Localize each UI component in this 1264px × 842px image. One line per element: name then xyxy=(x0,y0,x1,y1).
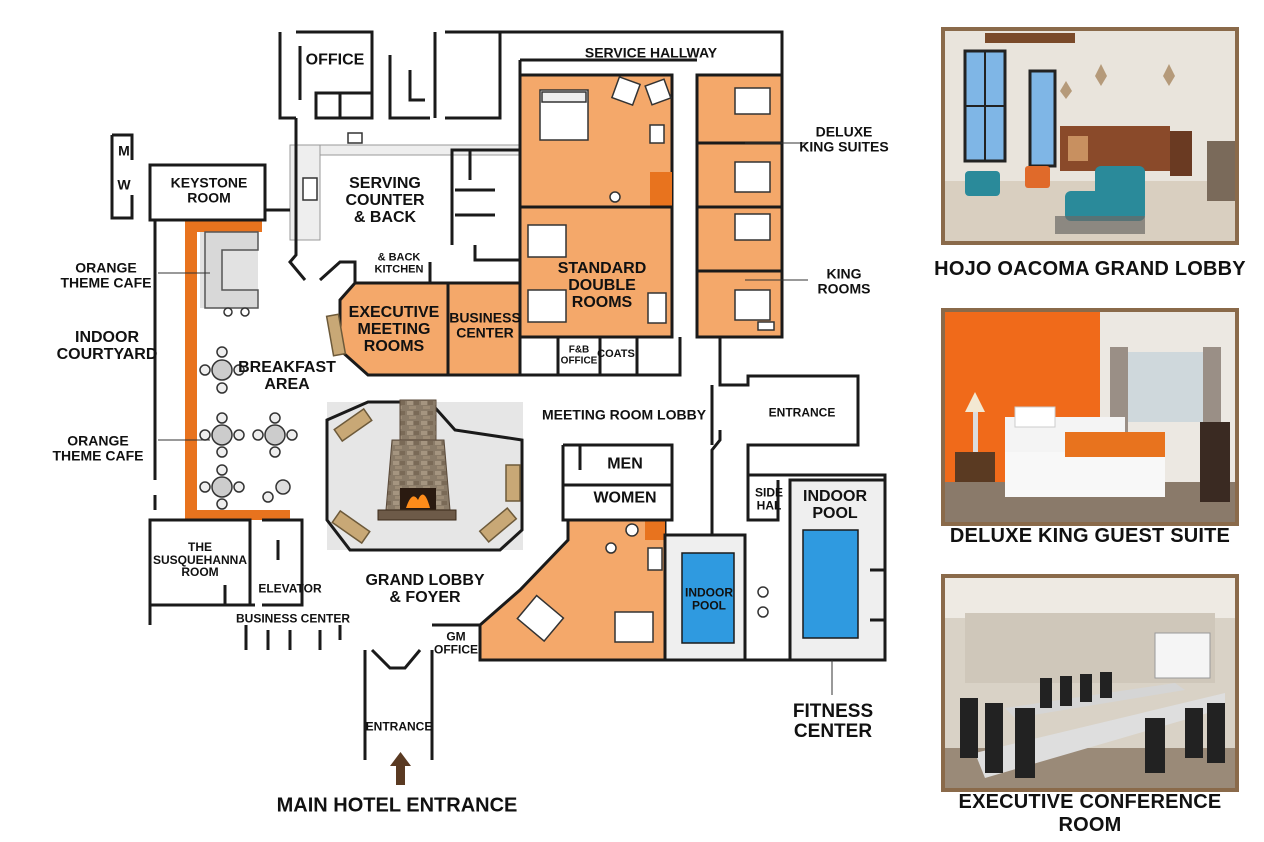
label-indoor-courtyard: INDOOR COURTYARD xyxy=(56,329,158,363)
label-business-center-bottom: BUSINESS CENTER xyxy=(235,611,351,626)
label-main-hotel-entrance: MAIN HOTEL ENTRANCE xyxy=(276,794,518,817)
label-back-kitchen: & BACK KITCHEN xyxy=(374,251,424,275)
bed xyxy=(734,289,771,321)
bed xyxy=(614,611,654,643)
label-business-center-top: BUSINESS CENTER xyxy=(449,309,521,340)
bed xyxy=(734,87,771,115)
label-fitness-center: FITNESS CENTER xyxy=(792,701,874,742)
label-executive-meeting-rooms: EXECUTIVE MEETING ROOMS xyxy=(348,303,440,355)
indoor-pool-left-water xyxy=(681,552,735,644)
caption-deluxe-king-suite: DELUXE KING GUEST SUITE xyxy=(949,525,1231,547)
bed xyxy=(527,289,567,323)
label-orange-theme-cafe-bottom: ORANGE THEME CAFE xyxy=(52,432,144,463)
label-breakfast-area: BREAKFAST AREA xyxy=(238,359,336,393)
indoor-pool-right-water xyxy=(802,529,859,639)
bed xyxy=(734,161,771,193)
label-indoor-pool-left: INDOOR POOL xyxy=(685,585,733,612)
caption-grand-lobby: HOJO OACOMA GRAND LOBBY xyxy=(934,258,1246,280)
label-gm-office: GM OFFICE xyxy=(434,629,478,656)
breakfast-table xyxy=(252,412,298,458)
leader-lines xyxy=(158,142,833,695)
furniture xyxy=(199,75,775,643)
entrance-arrow xyxy=(390,752,411,785)
bed xyxy=(516,594,565,643)
label-king-rooms: KING ROOMS xyxy=(817,265,871,296)
photo-deluxe-king-suite xyxy=(941,308,1239,526)
label-side-hal: SIDE HAL xyxy=(754,485,784,512)
label-deluxe-king-suites: DELUXE KING SUITES xyxy=(799,123,889,154)
label-orange-theme-cafe-top: ORANGE THEME CAFE xyxy=(60,259,152,290)
label-entrance-main: ENTRANCE xyxy=(365,719,433,734)
pools xyxy=(663,478,887,662)
label-office: OFFICE xyxy=(305,51,365,69)
fireplace xyxy=(377,399,457,521)
label-entrance-right: ENTRANCE xyxy=(768,405,836,420)
label-susquehanna-room: THE SUSQUEHANNA ROOM xyxy=(152,540,248,580)
label-standard-double-rooms: STANDARD DOUBLE ROOMS xyxy=(557,259,647,311)
label-women: WOMEN xyxy=(593,489,657,507)
label-grand-lobby: GRAND LOBBY & FOYER xyxy=(365,572,485,606)
label-serving-counter: SERVING COUNTER & BACK xyxy=(345,174,425,226)
label-meeting-room-lobby: MEETING ROOM LOBBY xyxy=(541,406,707,423)
bed xyxy=(527,224,567,258)
breakfast-table xyxy=(199,346,245,394)
label-indoor-pool-right: INDOOR POOL xyxy=(803,488,867,522)
photo-grand-lobby xyxy=(941,27,1239,245)
photo-executive-conference-room xyxy=(941,574,1239,792)
label-men: MEN xyxy=(607,455,643,473)
label-elevator: ELEVATOR xyxy=(258,581,322,596)
label-service-hallway: SERVICE HALLWAY xyxy=(584,44,718,61)
label-restroom-w: W xyxy=(117,176,131,193)
floor-plan xyxy=(110,30,887,785)
breakfast-table xyxy=(199,464,245,510)
bed xyxy=(734,213,771,241)
label-restroom-m: M xyxy=(118,142,130,159)
orange-theme-cafe-strip xyxy=(185,220,290,520)
caption-executive-conference-room: EXECUTIVE CONFERENCE ROOM xyxy=(958,791,1222,836)
label-keystone-room: KEYSTONE ROOM xyxy=(170,174,248,205)
walls xyxy=(110,30,887,760)
label-fb-office: F&B OFFICE xyxy=(560,344,598,366)
label-coats: COATS xyxy=(597,348,635,361)
breakfast-table xyxy=(199,412,245,458)
